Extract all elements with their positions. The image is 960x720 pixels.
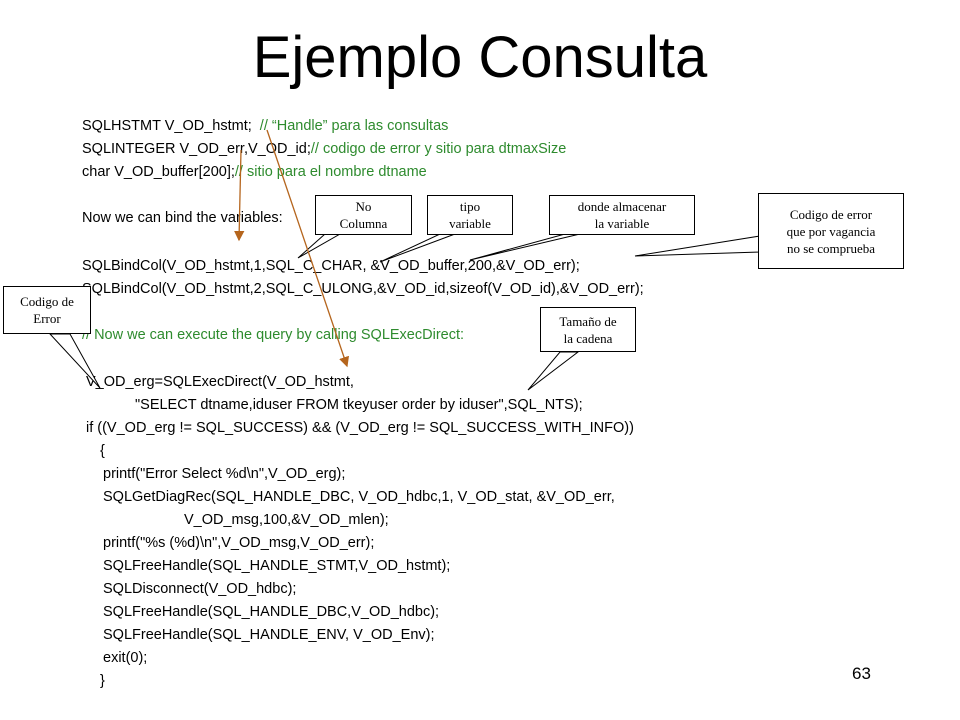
- callout-tail-donde-almacenar: [469, 233, 581, 261]
- code-line-12: printf("Error Select %d\n",V_OD_erg);: [103, 466, 346, 482]
- code-line-19: SQLFreeHandle(SQL_HANDLE_ENV, V_OD_Env);: [103, 627, 435, 643]
- code-line-7: // Now we can execute the query by calli…: [82, 327, 465, 343]
- code-line-20: exit(0);: [103, 650, 148, 666]
- code-line-4: Now we can bind the variables:: [82, 210, 283, 226]
- code-comment: // codigo de error y sitio para dtmaxSiz…: [310, 141, 567, 157]
- arrow-hstmt-to-execdirect: [266, 129, 350, 368]
- code-line-3: char V_OD_buffer[200];// sitio para el n…: [82, 164, 427, 180]
- callout-tail-no-columna: [297, 233, 342, 259]
- code-line-16: SQLFreeHandle(SQL_HANDLE_STMT,V_OD_hstmt…: [103, 558, 451, 574]
- code-line-13: SQLGetDiagRec(SQL_HANDLE_DBC, V_OD_hdbc,…: [103, 489, 615, 505]
- code-line-21: }: [100, 673, 105, 689]
- arrow-err-to-bindcol: [234, 149, 245, 242]
- page-number: 63: [852, 664, 871, 683]
- code-line-14: V_OD_msg,100,&V_OD_mlen);: [184, 512, 389, 528]
- callout-tail-tamano-cadena: [527, 351, 580, 391]
- code-line-11: {: [100, 443, 105, 459]
- code-comment: // sitio para el nombre dtname: [234, 164, 427, 180]
- code-line-6: SQLBindCol(V_OD_hstmt,2,SQL_C_ULONG,&V_O…: [82, 281, 644, 297]
- code-line-18: SQLFreeHandle(SQL_HANDLE_DBC,V_OD_hdbc);: [103, 604, 440, 620]
- code-line-15: printf("%s (%d)\n",V_OD_msg,V_OD_err);: [103, 535, 375, 551]
- code-line-8: V_OD_erg=SQLExecDirect(V_OD_hstmt,: [86, 374, 354, 390]
- callout-tail-codigo-de-error: [48, 333, 101, 389]
- code-line-5: SQLBindCol(V_OD_hstmt,1,SQL_C_CHAR, &V_O…: [82, 258, 580, 274]
- callout-tail-tipo-variable: [379, 233, 456, 263]
- slide-title: Ejemplo Consulta: [252, 25, 708, 90]
- code-line-9: "SELECT dtname,iduser FROM tkeyuser orde…: [135, 397, 583, 413]
- code-line-1: SQLHSTMT V_OD_hstmt; // “Handle” para la…: [82, 118, 449, 134]
- code-line-17: SQLDisconnect(V_OD_hdbc);: [103, 581, 297, 597]
- code-line-10: if ((V_OD_erg != SQL_SUCCESS) && (V_OD_e…: [86, 420, 634, 436]
- code-line-2: SQLINTEGER V_OD_err,V_OD_id;// codigo de…: [82, 141, 567, 157]
- callout-tail-codigo-error-vagancia: [634, 235, 761, 257]
- code-comment: // “Handle” para las consultas: [251, 118, 449, 134]
